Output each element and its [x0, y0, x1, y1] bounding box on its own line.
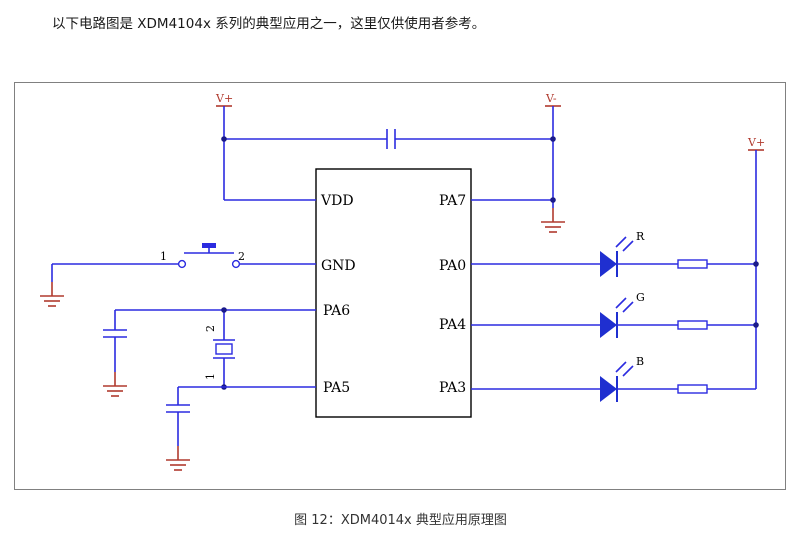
svg-text:V-: V- — [545, 92, 557, 105]
pin-pa3-label: PA3 — [439, 380, 466, 396]
crystal-pin1-label: 1 — [204, 373, 217, 380]
led-channel-r: R — [471, 230, 756, 277]
pin-pa0-label: PA0 — [439, 258, 466, 274]
mcu-chip-body — [315, 168, 472, 418]
schematic-diagram: VDD GND PA6 PA5 PA7 PA0 PA4 PA3 V+ V- 1 … — [39, 92, 765, 471]
pin-pa5-label: PA5 — [323, 380, 350, 396]
pin-vdd-label: VDD — [320, 193, 354, 209]
ground-symbol-pa7 — [540, 207, 566, 233]
vplus-left-symbol: V+ — [215, 92, 233, 107]
led-channel-b: B — [471, 355, 756, 402]
ground-symbol-pa6 — [102, 371, 128, 397]
pin-pa4-label: PA4 — [439, 317, 466, 333]
svg-text:V+: V+ — [747, 136, 765, 149]
led-b-label: B — [636, 355, 644, 368]
vplus-right-symbol: V+ — [747, 136, 765, 151]
decoupling-capacitor — [386, 129, 396, 149]
led-r-label: R — [636, 230, 645, 243]
ground-symbol-switch — [39, 281, 65, 307]
switch-pin1-label: 1 — [160, 250, 167, 263]
figure-caption: 图 12：XDM4014x 典型应用原理图 — [294, 513, 507, 528]
svg-text:V+: V+ — [215, 92, 233, 105]
led-channel-g: G — [471, 291, 756, 338]
figure-frame — [14, 82, 786, 490]
crystal-pin2-label: 2 — [204, 325, 217, 332]
crystal-oscillator: 2 1 — [204, 325, 235, 380]
pin-gnd-label: GND — [321, 258, 356, 274]
pin-pa6-label: PA6 — [323, 303, 350, 319]
ground-symbol-pa5 — [165, 445, 191, 471]
led-g-label: G — [636, 291, 645, 304]
vminus-symbol: V- — [545, 92, 561, 107]
pin-pa7-label: PA7 — [439, 193, 466, 209]
push-button-switch: 1 2 — [160, 243, 245, 269]
intro-text: 以下电路图是 XDM4104x 系列的典型应用之一，这里仅供使用者参考。 — [52, 16, 486, 32]
switch-pin2-label: 2 — [238, 250, 245, 263]
capacitor-pa6 — [103, 329, 127, 338]
capacitor-pa5 — [166, 404, 190, 413]
